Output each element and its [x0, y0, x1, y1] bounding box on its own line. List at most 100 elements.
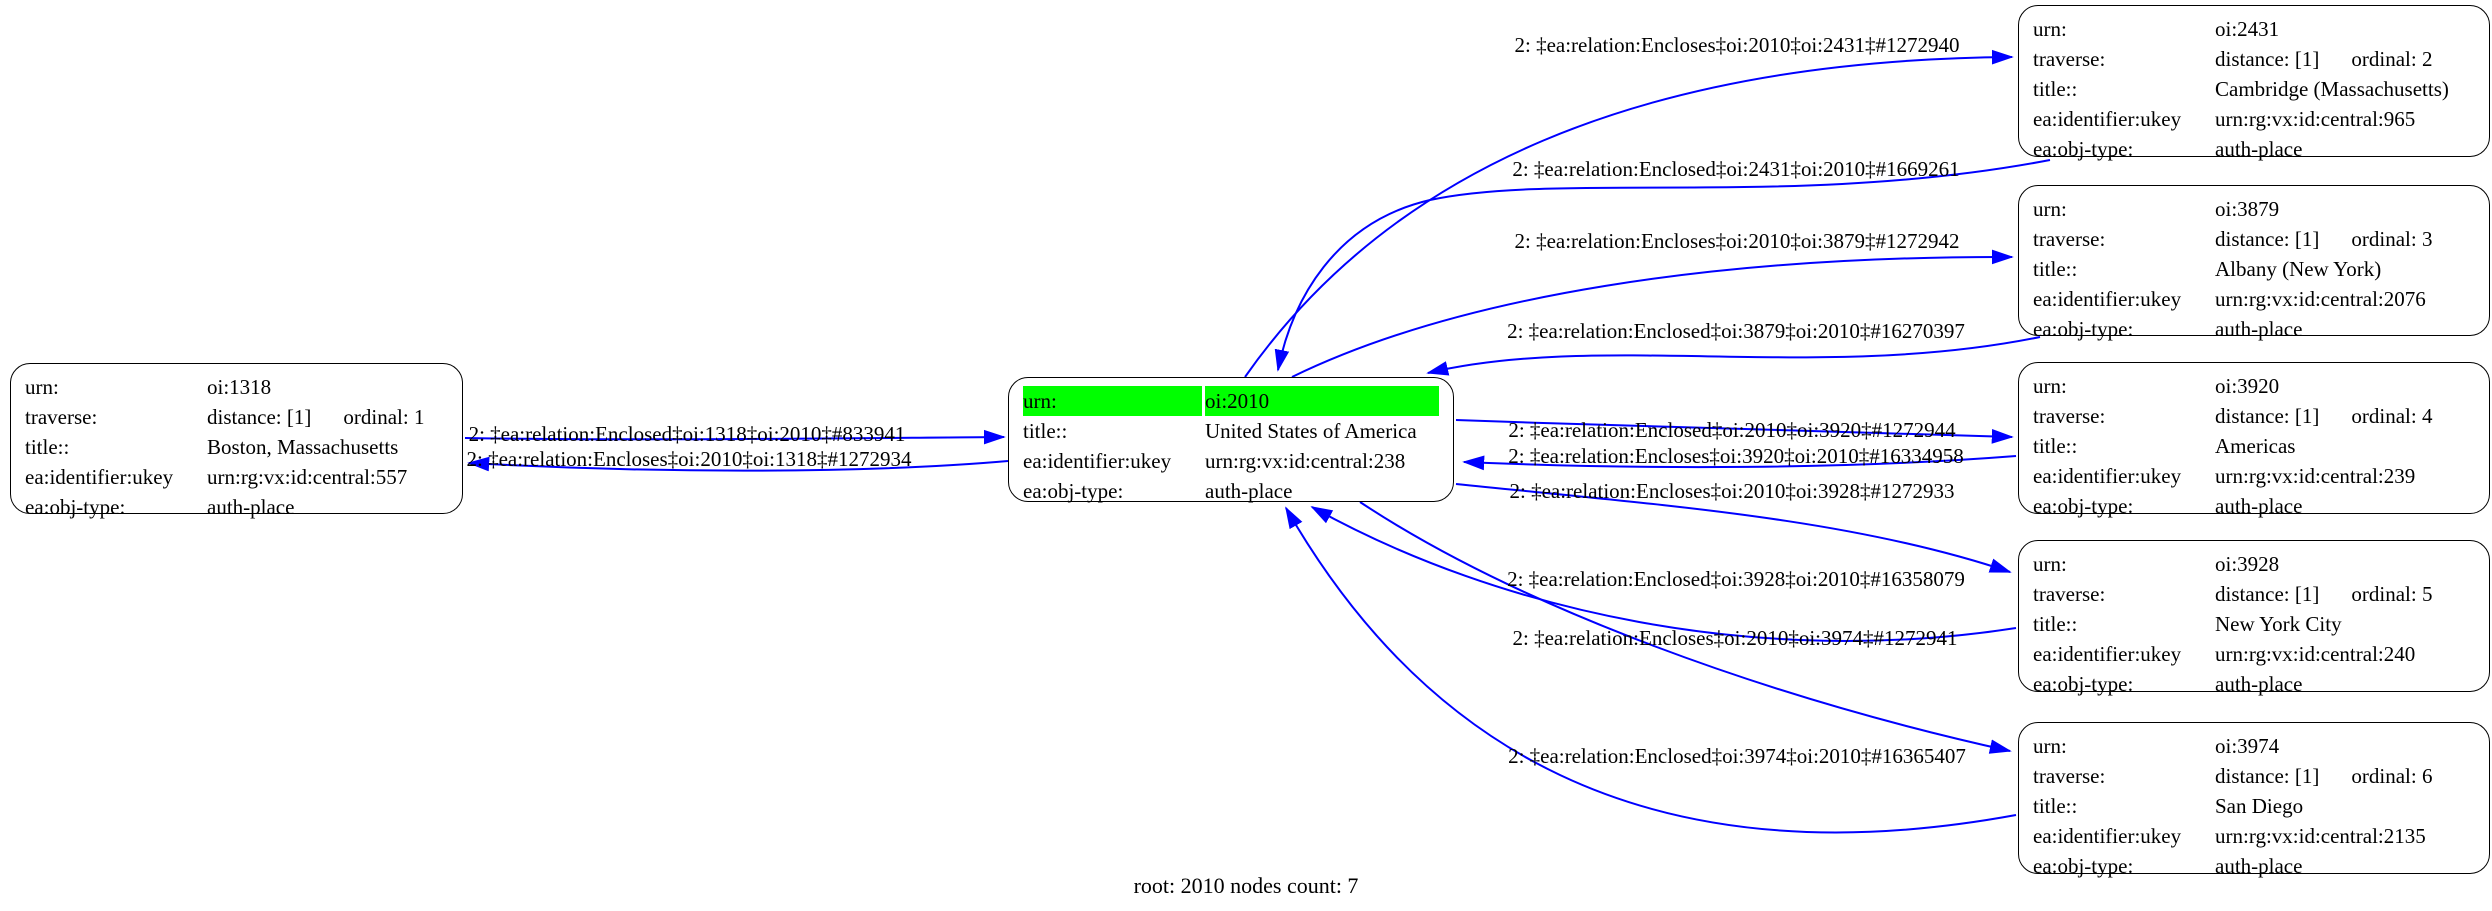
row-value-ordinal: ordinal: 4	[2351, 404, 2433, 428]
row-value: oi:1318	[207, 375, 272, 399]
edge-label: 2: ‡ea:relation:Encloses‡oi:2010‡oi:1318…	[466, 447, 912, 471]
edge-encloses-3920-2010	[1462, 455, 2017, 471]
edge-label: 2: ‡ea:relation:Enclosed‡oi:2010‡oi:3920…	[1508, 418, 1956, 442]
row-value: auth-place	[2215, 672, 2303, 696]
edge-enclosed-1318-2010	[464, 429, 1006, 445]
row-value: urn:rg:vx:id:central:238	[1205, 449, 1406, 473]
row-key: traverse:	[2033, 764, 2106, 788]
edge-label: 2: ‡ea:relation:Encloses‡oi:2010‡oi:3928…	[1509, 479, 1955, 503]
node-new-york-city[interactable]: urn:oi:3928 traverse: distance: [1] ordinal…	[2018, 540, 2490, 696]
row-value-ordinal: ordinal: 2	[2351, 47, 2433, 71]
row-key: ea:identifier:ukey	[2033, 464, 2182, 488]
node-row: ea:obj-type:auth-place	[2033, 851, 2489, 881]
edge-encloses-2010-1318	[467, 456, 1009, 472]
node-albany[interactable]: urn: oi:3879 traverse:distance: [1]ordinal…	[2018, 185, 2490, 341]
row-key: urn:	[25, 375, 59, 399]
row-value: Americas	[2215, 434, 2296, 458]
row-key: title::	[2033, 612, 2078, 636]
node-row: traverse:distance: [1]ordinal: 6	[2033, 761, 2489, 791]
graph-caption: root: 2010 nodes count: 7	[1133, 873, 1359, 898]
row-value: urn:rg:vx:id:central:239	[2215, 464, 2416, 488]
edge-enclosed-2431-2010	[1274, 159, 2051, 372]
row-key: traverse:	[2033, 227, 2106, 251]
node-row: urn: oi:3879	[2033, 194, 2489, 224]
row-value: auth-place	[2215, 317, 2303, 341]
row-value: oi:3920	[2215, 374, 2280, 398]
row-key-highlighted: urn:	[1023, 386, 1202, 416]
row-key: ea:obj-type:	[25, 495, 126, 519]
row-key: traverse:	[2033, 47, 2106, 71]
row-key: ea:obj-type:	[2033, 137, 2134, 161]
edge-label: 2: ‡ea:relation:Encloses‡oi:2010‡oi:2431…	[1514, 33, 1960, 57]
row-key: ea:identifier:ukey	[2033, 824, 2182, 848]
row-key: traverse:	[2033, 582, 2106, 606]
row-value: distance: [1]	[2215, 764, 2320, 788]
row-key: urn:	[2033, 734, 2067, 758]
node-row: urn:oi:2010	[1023, 386, 1453, 416]
node-row: title::United States of America	[1023, 416, 1453, 446]
node-row: ea:obj-type:auth-place	[2033, 134, 2489, 164]
row-value: oi:3879	[2215, 197, 2280, 221]
node-row: urn:oi:3928	[2033, 549, 2489, 579]
row-key: ea:identifier:ukey	[2033, 642, 2182, 666]
row-key: urn:	[2033, 197, 2067, 221]
row-key: ea:obj-type:	[2033, 854, 2134, 878]
edge-label: 2: ‡ea:relation:Enclosed‡oi:1318‡oi:2010…	[468, 422, 906, 446]
node-row: ea:identifier:ukey urn:rg:vx:id:central:2…	[2033, 461, 2489, 491]
row-key: ea:obj-type:	[1023, 479, 1124, 503]
node-row: traverse:distance: [1]ordinal: 1	[25, 402, 462, 432]
edge-enclosed-3928-2010	[1310, 506, 2017, 642]
row-value-ordinal: ordinal: 5	[2351, 582, 2433, 606]
row-key: traverse:	[25, 405, 98, 429]
node-row: ea:identifier:ukey urn:rg:vx:id:central:2…	[2033, 639, 2489, 669]
edge-enclosed-2010-3920	[1455, 419, 2014, 444]
edge-label: 2: ‡ea:relation:Enclosed‡oi:3974‡oi:2010…	[1508, 744, 1966, 768]
row-value: distance: [1]	[207, 405, 312, 429]
row-value-ordinal: ordinal: 3	[2351, 227, 2433, 251]
edge-encloses-2010-3974	[1359, 501, 2012, 754]
row-value: Boston, Massachusetts	[207, 435, 399, 459]
node-row: traverse: distance: [1] ordinal: 4	[2033, 401, 2489, 431]
node-row: ea:obj-type: auth-place	[1023, 476, 1453, 506]
row-key: title::	[2033, 794, 2078, 818]
row-value: urn:rg:vx:id:central:2076	[2215, 287, 2426, 311]
row-value: San Diego	[2215, 794, 2304, 818]
row-value: Albany (New York)	[2215, 257, 2382, 281]
row-key: ea:identifier:ukey	[25, 465, 174, 489]
node-row: title::Cambridge (Massachusetts)	[2033, 74, 2489, 104]
row-value: auth-place	[2215, 494, 2303, 518]
node-row: ea:obj-type: auth-place	[2033, 669, 2489, 699]
node-row: ea:obj-type:auth-place	[2033, 491, 2489, 521]
node-row: traverse: distance: [1] ordinal: 2	[2033, 44, 2489, 74]
row-key: urn:	[2033, 552, 2067, 576]
row-value: distance: [1]	[2215, 47, 2320, 71]
node-row: urn:oi:2431	[2033, 14, 2489, 44]
row-value: auth-place	[1205, 479, 1293, 503]
row-value: distance: [1]	[2215, 582, 2320, 606]
row-value: distance: [1]	[2215, 404, 2320, 428]
node-row: title::Americas	[2033, 431, 2489, 461]
node-row: title::New York City	[2033, 609, 2489, 639]
row-key: title::	[1023, 419, 1068, 443]
edge-label: 2: ‡ea:relation:Enclosed‡oi:3928‡oi:2010…	[1507, 567, 1965, 591]
row-value: Cambridge (Massachusetts)	[2215, 77, 2449, 101]
row-value: urn:rg:vx:id:central:240	[2215, 642, 2416, 666]
node-row: ea:obj-type: auth-place	[2033, 314, 2489, 344]
row-key: ea:obj-type:	[2033, 317, 2134, 341]
node-row: traverse:distance: [1]ordinal: 3	[2033, 224, 2489, 254]
row-key: title::	[2033, 257, 2078, 281]
node-cambridge[interactable]: urn:oi:2431 traverse: distance: [1] ordinal…	[2018, 5, 2490, 161]
row-value: urn:rg:vx:id:central:965	[2215, 107, 2416, 131]
row-key: ea:obj-type:	[2033, 672, 2134, 696]
node-row: traverse: distance: [1] ordinal: 5	[2033, 579, 2489, 609]
row-value: urn:rg:vx:id:central:557	[207, 465, 408, 489]
row-key: traverse:	[2033, 404, 2106, 428]
node-row: urn: oi:1318	[25, 372, 462, 402]
